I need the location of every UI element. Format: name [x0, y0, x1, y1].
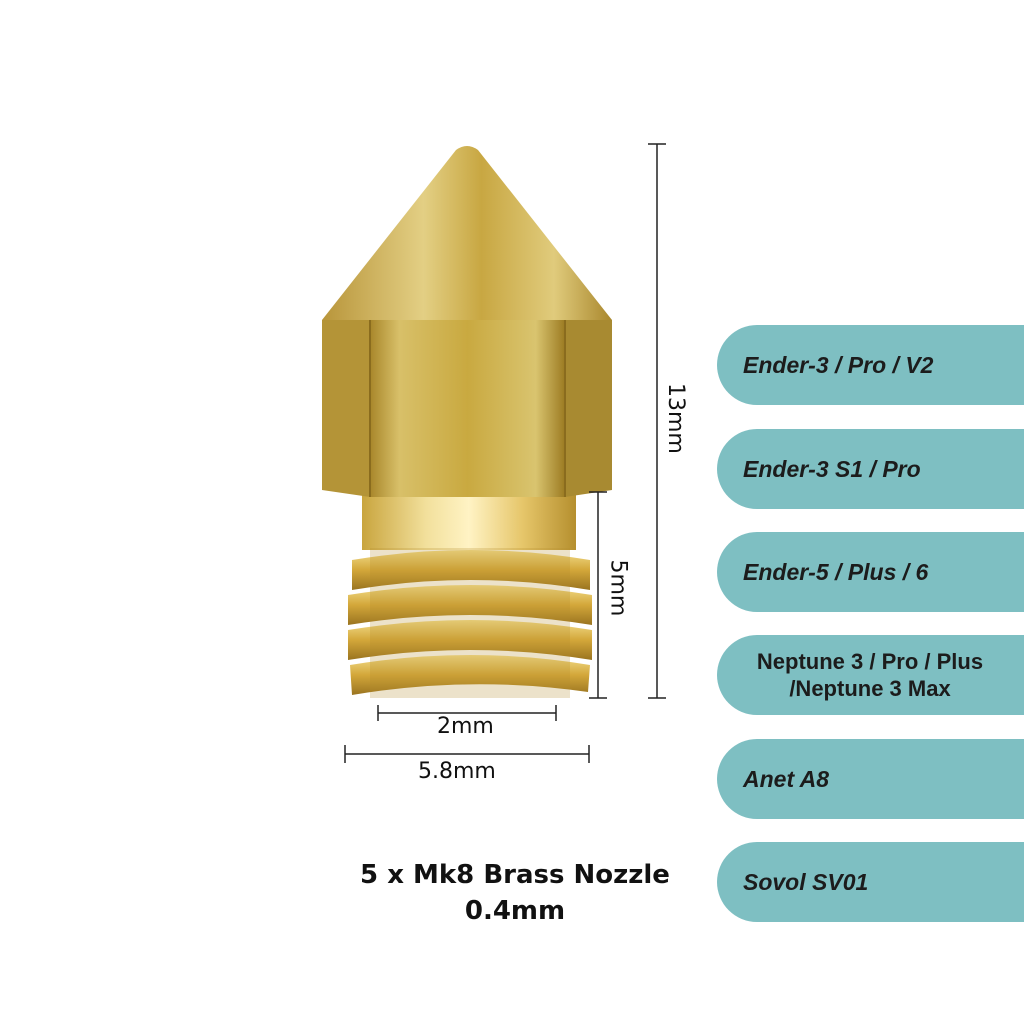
dim-label-13mm: 13mm: [663, 383, 688, 454]
dimension-lines: [344, 143, 666, 763]
nozzle-cone-tip: [322, 146, 612, 320]
compat-pill-label: Neptune 3 / Pro / Plus /Neptune 3 Max: [756, 648, 984, 702]
dim-label-5mm: 5mm: [605, 559, 631, 617]
nozzle-threads: [348, 548, 592, 698]
product-title: 5 x Mk8 Brass Nozzle 0.4mm: [330, 857, 700, 929]
compat-pill-ender-3-s1: Ender-3 S1 / Pro: [717, 429, 1024, 509]
compat-pill-label: Sovol SV01: [743, 868, 869, 895]
product-title-line1: 5 x Mk8 Brass Nozzle: [360, 860, 670, 890]
compat-pill-neptune-3: Neptune 3 / Pro / Plus /Neptune 3 Max: [717, 635, 1024, 715]
dim-label-5-8mm: 5.8mm: [418, 759, 496, 784]
compat-pill-label: Anet A8: [743, 765, 830, 792]
compat-pill-label: Ender-3 S1 / Pro: [743, 455, 921, 482]
brass-nozzle-illustration: [322, 146, 612, 698]
compat-pill-label: Ender-5 / Plus / 6: [743, 558, 929, 585]
nozzle-neck: [362, 490, 576, 550]
compat-pill-ender-3: Ender-3 / Pro / V2: [717, 325, 1024, 405]
nozzle-hex-body: [322, 312, 612, 497]
compat-pill-sovol-sv01: Sovol SV01: [717, 842, 1024, 922]
product-title-line2: 0.4mm: [464, 896, 566, 926]
dim-label-2mm: 2mm: [437, 714, 494, 739]
compat-pill-label: Ender-3 / Pro / V2: [743, 351, 934, 378]
compat-pill-anet-a8: Anet A8: [717, 739, 1024, 819]
compat-pill-ender-5: Ender-5 / Plus / 6: [717, 532, 1024, 612]
